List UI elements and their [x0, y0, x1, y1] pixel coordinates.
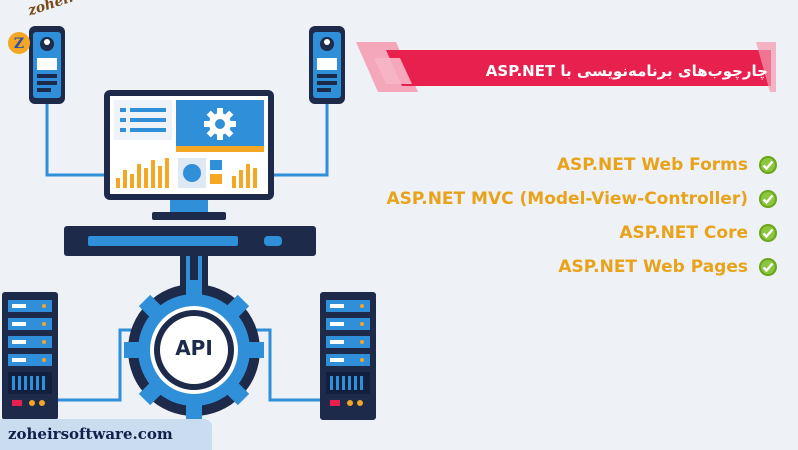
framework-list: ASP.NET Web Forms ASP.NET MVC (Model-Vie… [358, 148, 778, 284]
footer-bar [0, 419, 212, 450]
list-item-label: ASP.NET Web Pages [558, 257, 748, 277]
list-item-label: ASP.NET MVC (Model-View-Controller) [386, 189, 749, 209]
list-item-label: ASP.NET Core [619, 223, 748, 243]
list-item: ASP.NET Web Pages [358, 250, 778, 284]
gear-icon [204, 108, 236, 140]
left-server-rack-icon [2, 292, 58, 420]
list-item: ASP.NET Web Forms [358, 148, 778, 182]
list-item: ASP.NET Core [358, 216, 778, 250]
api-label: API [175, 336, 213, 360]
list-item: ASP.NET MVC (Model-View-Controller) [358, 182, 778, 216]
cables [45, 100, 330, 402]
svg-text:Z: Z [14, 36, 24, 52]
logo-icon: Z [8, 32, 30, 54]
check-icon [759, 258, 777, 276]
left-phone-icon [29, 26, 65, 104]
check-icon [759, 156, 777, 174]
check-icon [759, 224, 777, 242]
check-icon [759, 190, 777, 208]
monitor-icon [104, 90, 274, 220]
footer-url[interactable]: zoheirsoftware.com [8, 425, 173, 443]
network-illustration [2, 26, 376, 420]
list-item-label: ASP.NET Web Forms [556, 155, 748, 175]
right-server-rack-icon [320, 292, 376, 420]
banner-title: چارچوب‌های برنامه‌نویسی با ASP.NET [485, 62, 768, 80]
right-phone-icon [309, 26, 345, 104]
title-banner [356, 42, 776, 92]
api-gear-icon [124, 280, 264, 420]
